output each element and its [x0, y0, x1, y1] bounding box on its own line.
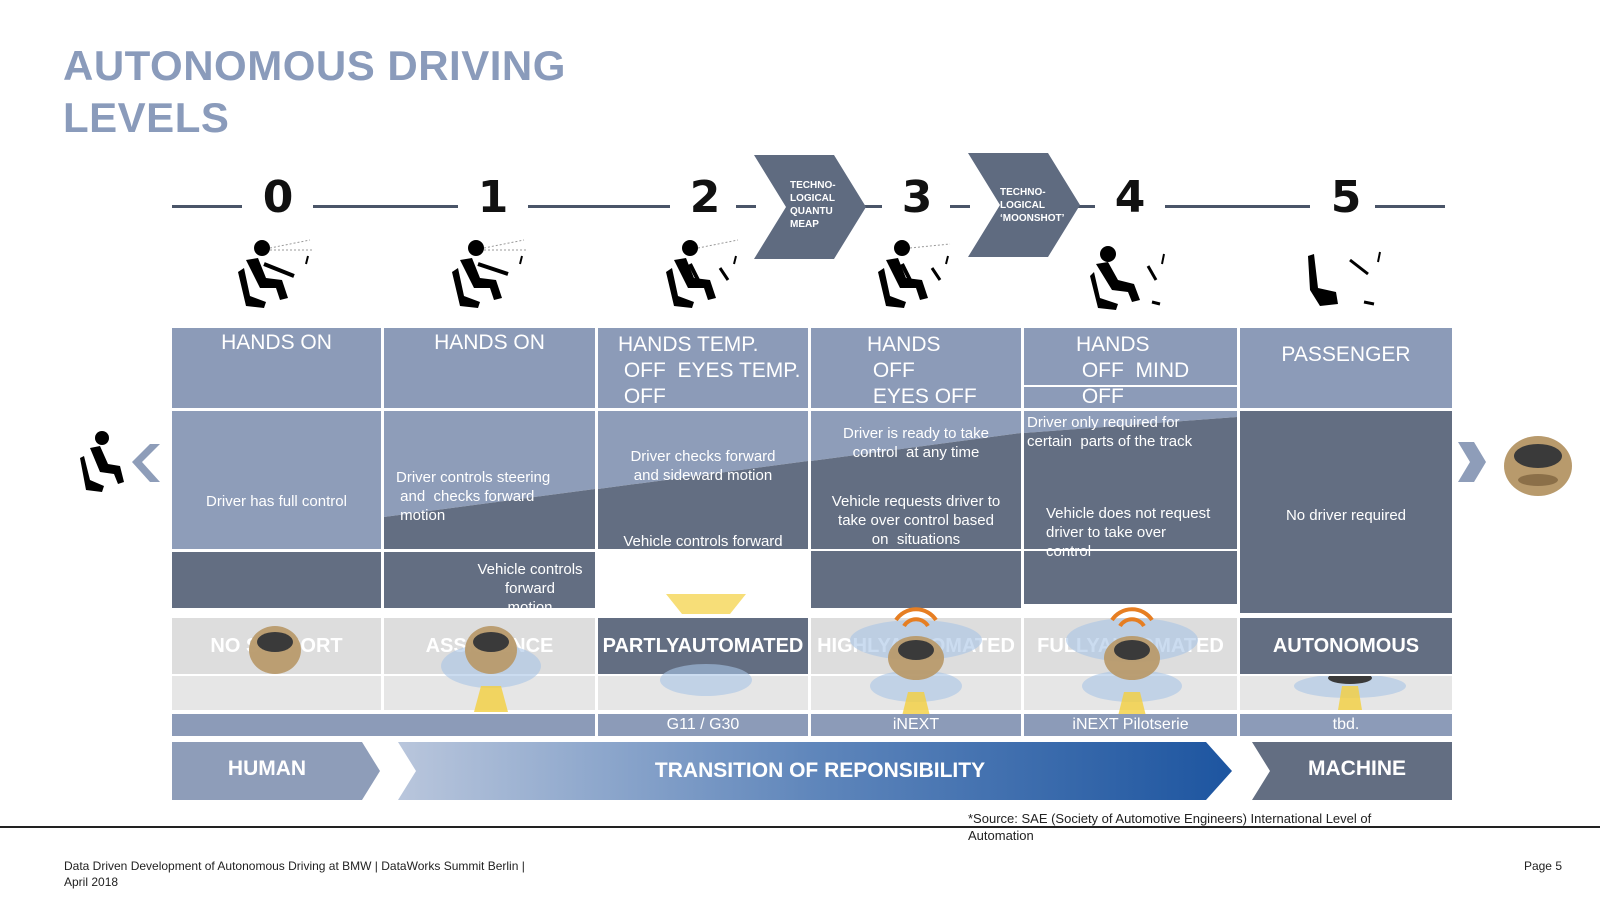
driver-seat-icon-4: [1090, 246, 1165, 310]
source-note: *Source: SAE (Society of Automotive Engi…: [968, 811, 1372, 843]
vehicle-desc-4: Vehicle does not request driver to take …: [1046, 505, 1211, 560]
header-divider: [1024, 385, 1237, 387]
vehicle-cell-1: [384, 552, 595, 608]
footer-left: Data Driven Development of Autonomous Dr…: [64, 859, 525, 889]
driver-desc-3: Driver is ready to take control at any t…: [843, 425, 989, 461]
timeline-segment: [1165, 205, 1310, 208]
model-level-4: iNEXT Pilotserie: [1024, 714, 1237, 736]
timeline-segment: [950, 205, 970, 208]
header-text: HANDS TEMP. OFF EYES TEMP. OFF: [618, 333, 801, 408]
split-cell-3: [811, 411, 1021, 608]
driver-desc-4: Driver only required for certain parts o…: [1027, 414, 1193, 450]
leap-text-quantum: TECHNO- LOGICAL QUANTU MEAP: [790, 180, 836, 230]
transition-machine: MACHINE: [1308, 757, 1406, 780]
driver-seat-icon-0: [238, 239, 312, 308]
footer-separator: [0, 826, 1600, 828]
header-text: PASSENGER: [1281, 343, 1411, 366]
car-sensor-icon-5: [1294, 676, 1406, 710]
car-sensor-icon-1: [441, 626, 541, 712]
model-level-2: G11 / G30: [598, 714, 808, 736]
vehicle-cell-5: [1240, 411, 1452, 613]
timeline-segment: [860, 205, 882, 208]
leap-text-moonshot: TECHNO- LOGICAL ‘MOONSHOT’: [1000, 187, 1065, 224]
human-driver-icon: [80, 431, 160, 492]
category-level-5: AUTONOMOUS: [1240, 618, 1452, 674]
page-title: AUTONOMOUS DRIVING LEVELS: [63, 40, 623, 144]
level-number-0: 0: [262, 172, 294, 223]
model-level-5: tbd.: [1240, 714, 1452, 736]
timeline-segment: [1070, 205, 1095, 208]
driver-desc-5: No driver required: [1285, 507, 1407, 524]
transition-middle: TRANSITION OF REPONSIBILITY: [654, 759, 986, 782]
leap-chevron-quantum: [754, 155, 866, 259]
header-text: HANDS ON: [221, 331, 332, 354]
machine-car-icon: [1458, 436, 1572, 496]
timeline-segment: [313, 205, 458, 208]
transition-arrows: [172, 742, 1452, 800]
driver-seat-icon-3: [878, 240, 951, 308]
header-level-3: HANDS OFF EYES OFF: [811, 328, 1021, 408]
passenger-seat-icon-5: [1308, 251, 1381, 306]
header-text: HANDS OFF EYES OFF: [867, 333, 977, 408]
split-cell-4: [1024, 411, 1237, 604]
vehicle-desc-1: Vehicle controls forward motion: [477, 561, 583, 616]
timeline-segment: [172, 205, 242, 208]
split-cell-1: [384, 411, 595, 549]
leap-chevron-moonshot: [968, 153, 1080, 257]
header-level-5: PASSENGER: [1240, 328, 1452, 408]
level-number-3: 3: [901, 172, 933, 223]
level-number-2: 2: [689, 172, 721, 223]
header-level-4: HANDS OFF MIND OFF: [1024, 328, 1237, 408]
level-number-4: 4: [1114, 172, 1146, 223]
driver-seat-icon-2: [666, 239, 739, 308]
driver-desc-2: Driver checks forward and sideward motio…: [630, 448, 776, 484]
driver-desc-0: Driver has full control: [206, 493, 347, 510]
car-icon-0: [249, 626, 301, 674]
title-text: AUTONOMOUS DRIVING LEVELS: [63, 42, 566, 141]
timeline-segment: [1375, 205, 1445, 208]
driver-desc-1: Driver controls steering and checks forw…: [396, 469, 551, 524]
category-text: AUTONOMOUS: [1272, 634, 1420, 657]
header-level-0: HANDS ON: [172, 328, 381, 408]
vehicle-desc-3: Vehicle requests driver to take over con…: [831, 493, 1001, 548]
sensor-strip-0: [172, 676, 381, 710]
page-number: Page 5: [1523, 859, 1562, 873]
level-number-5: 5: [1330, 172, 1362, 223]
split-cell-2: [598, 411, 808, 549]
category-text: PARTLYAUTOMATED: [602, 634, 804, 657]
header-level-1: HANDS ON: [384, 328, 595, 408]
car-sensor-icon-3: [850, 607, 982, 716]
driver-seat-icon-1: [452, 239, 526, 308]
timeline-segment: [528, 205, 670, 208]
car-sensor-icon-2: [660, 594, 752, 696]
vehicle-cell-0: [172, 552, 381, 608]
header-level-2: HANDS TEMP. OFF EYES TEMP. OFF: [598, 328, 808, 408]
model-level-3: iNEXT: [811, 714, 1021, 736]
driver-cell-0: [172, 411, 381, 549]
model-cell-empty: [172, 714, 595, 736]
header-text: HANDS ON: [434, 331, 545, 354]
vehicle-desc-2: Vehicle controls forward: [623, 533, 783, 550]
header-text: HANDS OFF MIND OFF: [1076, 333, 1190, 408]
level-number-1: 1: [477, 172, 509, 223]
timeline-segment: [736, 205, 756, 208]
transition-human: HUMAN: [227, 757, 307, 780]
car-sensor-icon-4: [1066, 607, 1198, 716]
